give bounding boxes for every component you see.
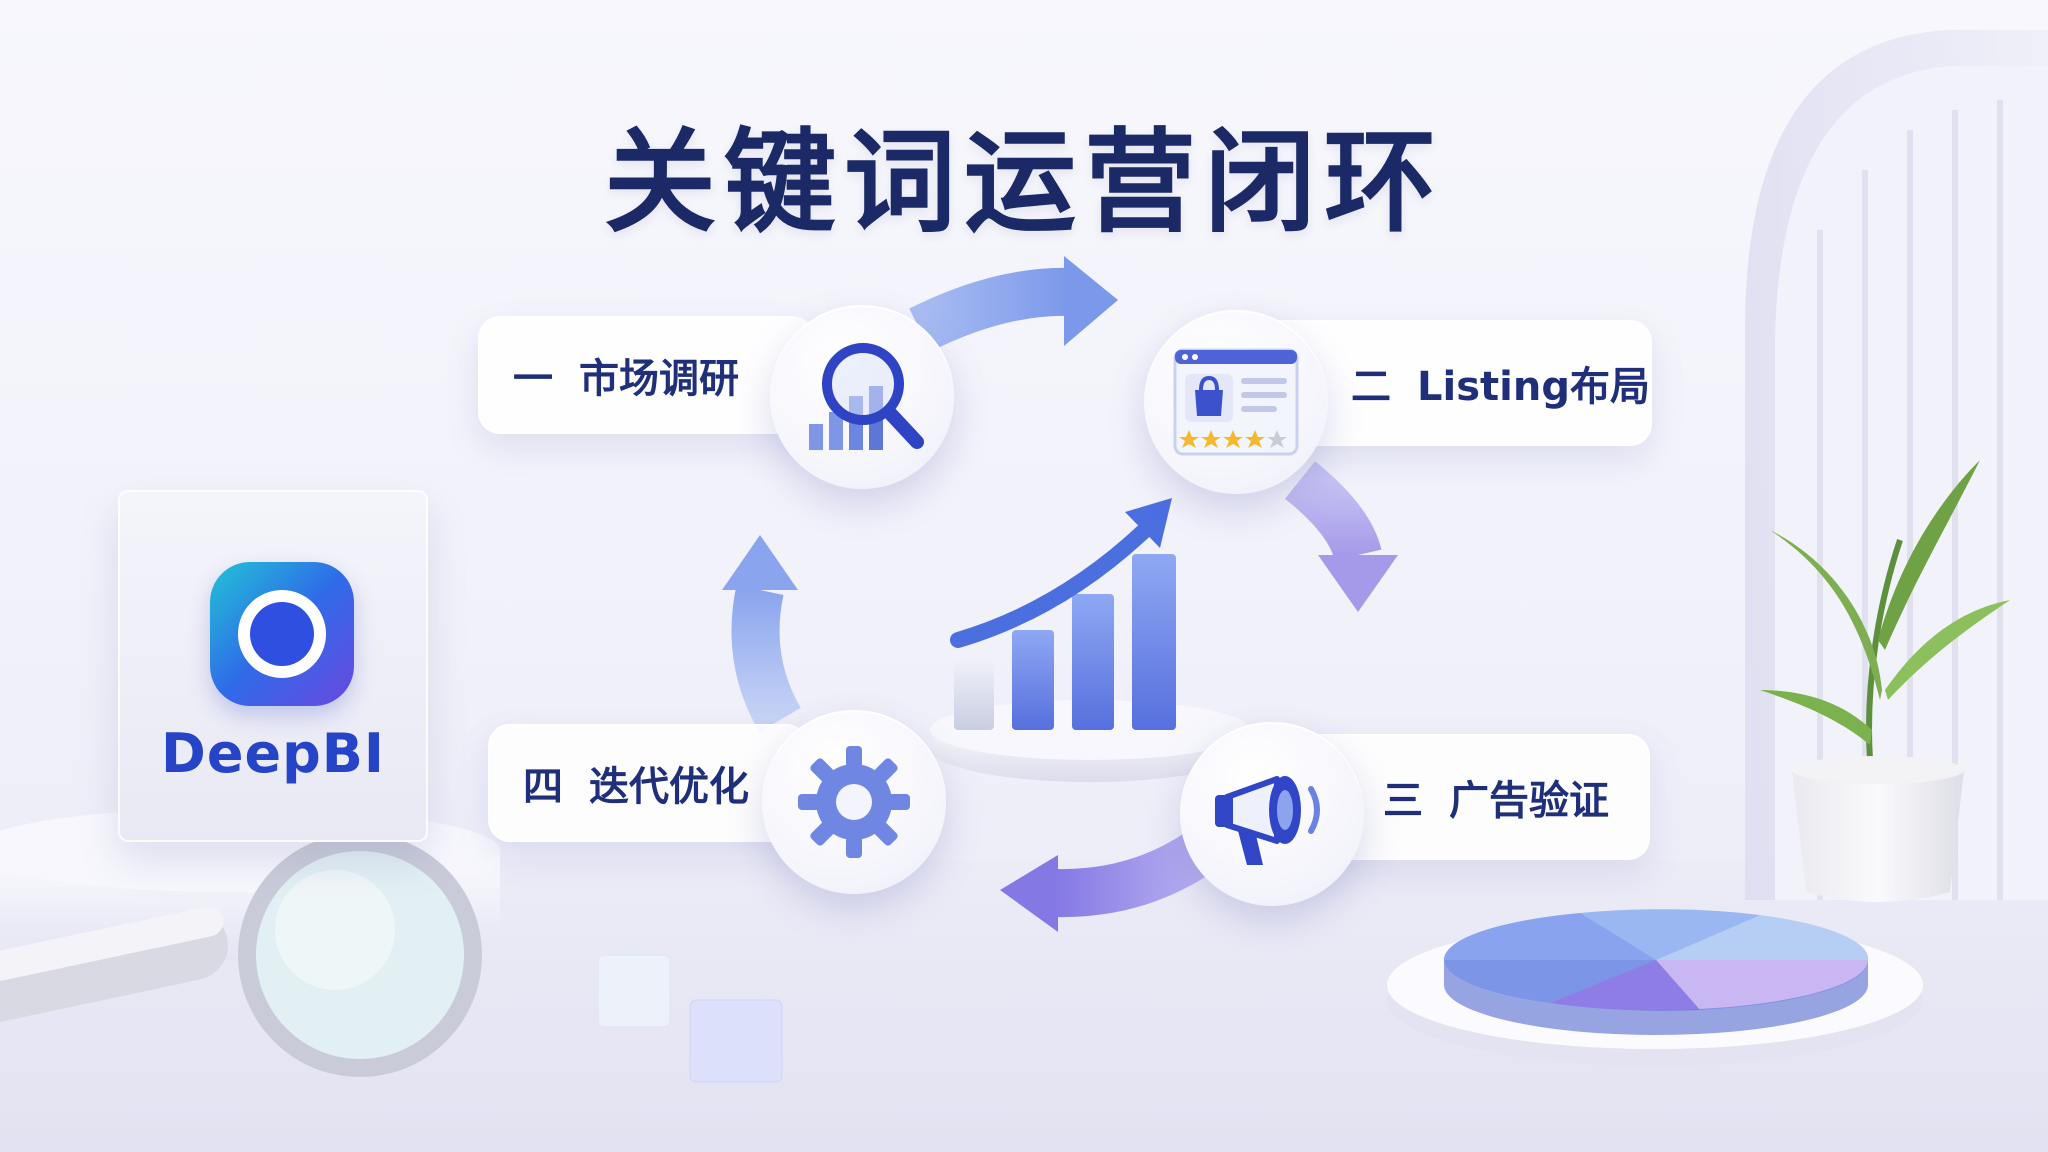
step-circle-1[interactable] bbox=[770, 305, 954, 489]
growth-chart-icon bbox=[930, 498, 1250, 782]
brand-logo-panel: DeepBI bbox=[118, 490, 428, 842]
step-number-1: 一 bbox=[513, 356, 553, 402]
product-listing-icon bbox=[1173, 348, 1299, 456]
logo-ring bbox=[250, 602, 314, 666]
step-card-4[interactable]: 四 迭代优化 bbox=[488, 724, 808, 842]
step-number-2: 二 bbox=[1351, 364, 1391, 410]
step-label-1: 市场调研 bbox=[579, 356, 739, 402]
brand-name: DeepBI bbox=[161, 722, 385, 785]
arrow-bottom bbox=[1054, 828, 1220, 918]
step-label-2: Listing布局 bbox=[1417, 364, 1650, 410]
step-card-1[interactable]: 一 市场调研 bbox=[478, 316, 814, 434]
arrow-right bbox=[1284, 461, 1382, 562]
arrow-top bbox=[909, 267, 1071, 352]
step-number-4: 四 bbox=[523, 764, 563, 810]
magnifier-chart-icon bbox=[809, 343, 924, 450]
step-number-3: 三 bbox=[1383, 778, 1423, 824]
step-label-4: 迭代优化 bbox=[589, 764, 749, 810]
step-circle-3[interactable] bbox=[1180, 722, 1364, 906]
brand-logo-icon bbox=[210, 562, 354, 706]
step-circle-4[interactable] bbox=[762, 710, 946, 894]
gear-icon bbox=[798, 746, 910, 858]
page-title: 关键词运营闭环 bbox=[604, 118, 1444, 248]
step-label-3: 广告验证 bbox=[1449, 778, 1609, 824]
step-circle-2[interactable] bbox=[1144, 310, 1328, 494]
megaphone-icon bbox=[1215, 776, 1320, 865]
arrow-left bbox=[731, 584, 802, 733]
